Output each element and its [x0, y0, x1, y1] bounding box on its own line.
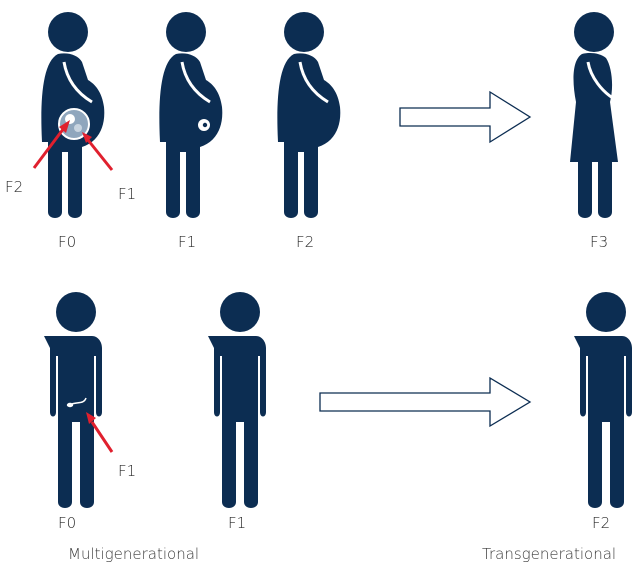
top-label-f1: F1	[178, 233, 196, 251]
caption-transgenerational: Transgenerational	[482, 545, 616, 563]
man-f1-icon	[208, 292, 266, 508]
woman-f3-icon	[570, 12, 624, 218]
bottom-label-f0: F0	[58, 514, 76, 532]
caption-multigenerational: Multigenerational	[68, 545, 199, 563]
pregnant-woman-f0-icon	[41, 12, 104, 218]
bottom-label-f2: F2	[592, 514, 610, 532]
pregnant-woman-f2-icon	[277, 12, 340, 218]
top-label-f3: F3	[590, 233, 608, 251]
arrow-right-top-icon	[400, 92, 530, 142]
man-f0-icon	[44, 292, 102, 508]
annotation-f2-label: F2	[5, 178, 23, 196]
top-label-f0: F0	[58, 233, 76, 251]
annotation-sperm-f1-label: F1	[118, 462, 136, 480]
red-arrow-f1-pointer	[82, 132, 112, 170]
top-label-f2: F2	[296, 233, 314, 251]
annotation-f1-label: F1	[118, 185, 136, 203]
pregnant-woman-f1-icon	[159, 12, 222, 218]
bottom-label-f1: F1	[228, 514, 246, 532]
arrow-right-bottom-icon	[320, 378, 530, 426]
man-f2-icon	[574, 292, 632, 508]
